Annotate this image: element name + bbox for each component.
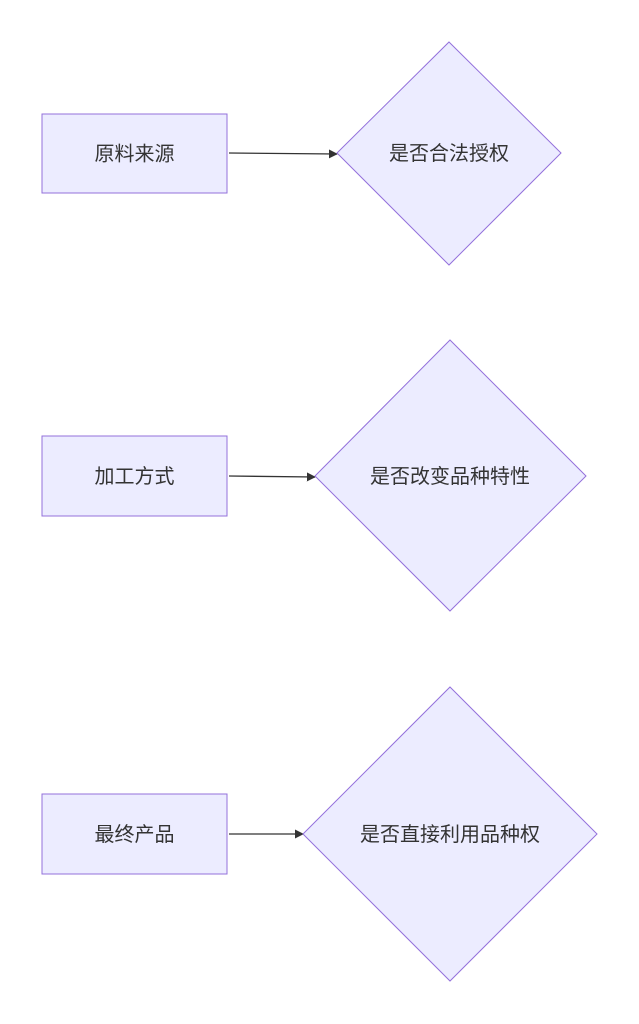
row-1: 原料来源 是否合法授权 bbox=[41, 41, 562, 266]
source-node-3: 最终产品 bbox=[41, 793, 228, 875]
source-label-2: 加工方式 bbox=[95, 464, 175, 488]
row-3: 最终产品 是否直接利用品种权 bbox=[41, 686, 598, 982]
edge-1 bbox=[228, 149, 338, 159]
source-label-3: 最终产品 bbox=[95, 822, 175, 846]
source-label-1: 原料来源 bbox=[95, 142, 175, 166]
decision-label-2: 是否改变品种特性 bbox=[370, 464, 530, 488]
source-node-1: 原料来源 bbox=[41, 113, 228, 194]
source-node-2: 加工方式 bbox=[41, 435, 228, 517]
decision-node-3: 是否直接利用品种权 bbox=[302, 686, 598, 982]
decision-node-2: 是否改变品种特性 bbox=[314, 339, 587, 612]
decision-label-3: 是否直接利用品种权 bbox=[360, 822, 540, 846]
decision-node-1: 是否合法授权 bbox=[336, 41, 562, 266]
edge-2 bbox=[228, 472, 316, 482]
decision-label-1: 是否合法授权 bbox=[389, 141, 509, 165]
row-2: 加工方式 是否改变品种特性 bbox=[41, 339, 587, 612]
